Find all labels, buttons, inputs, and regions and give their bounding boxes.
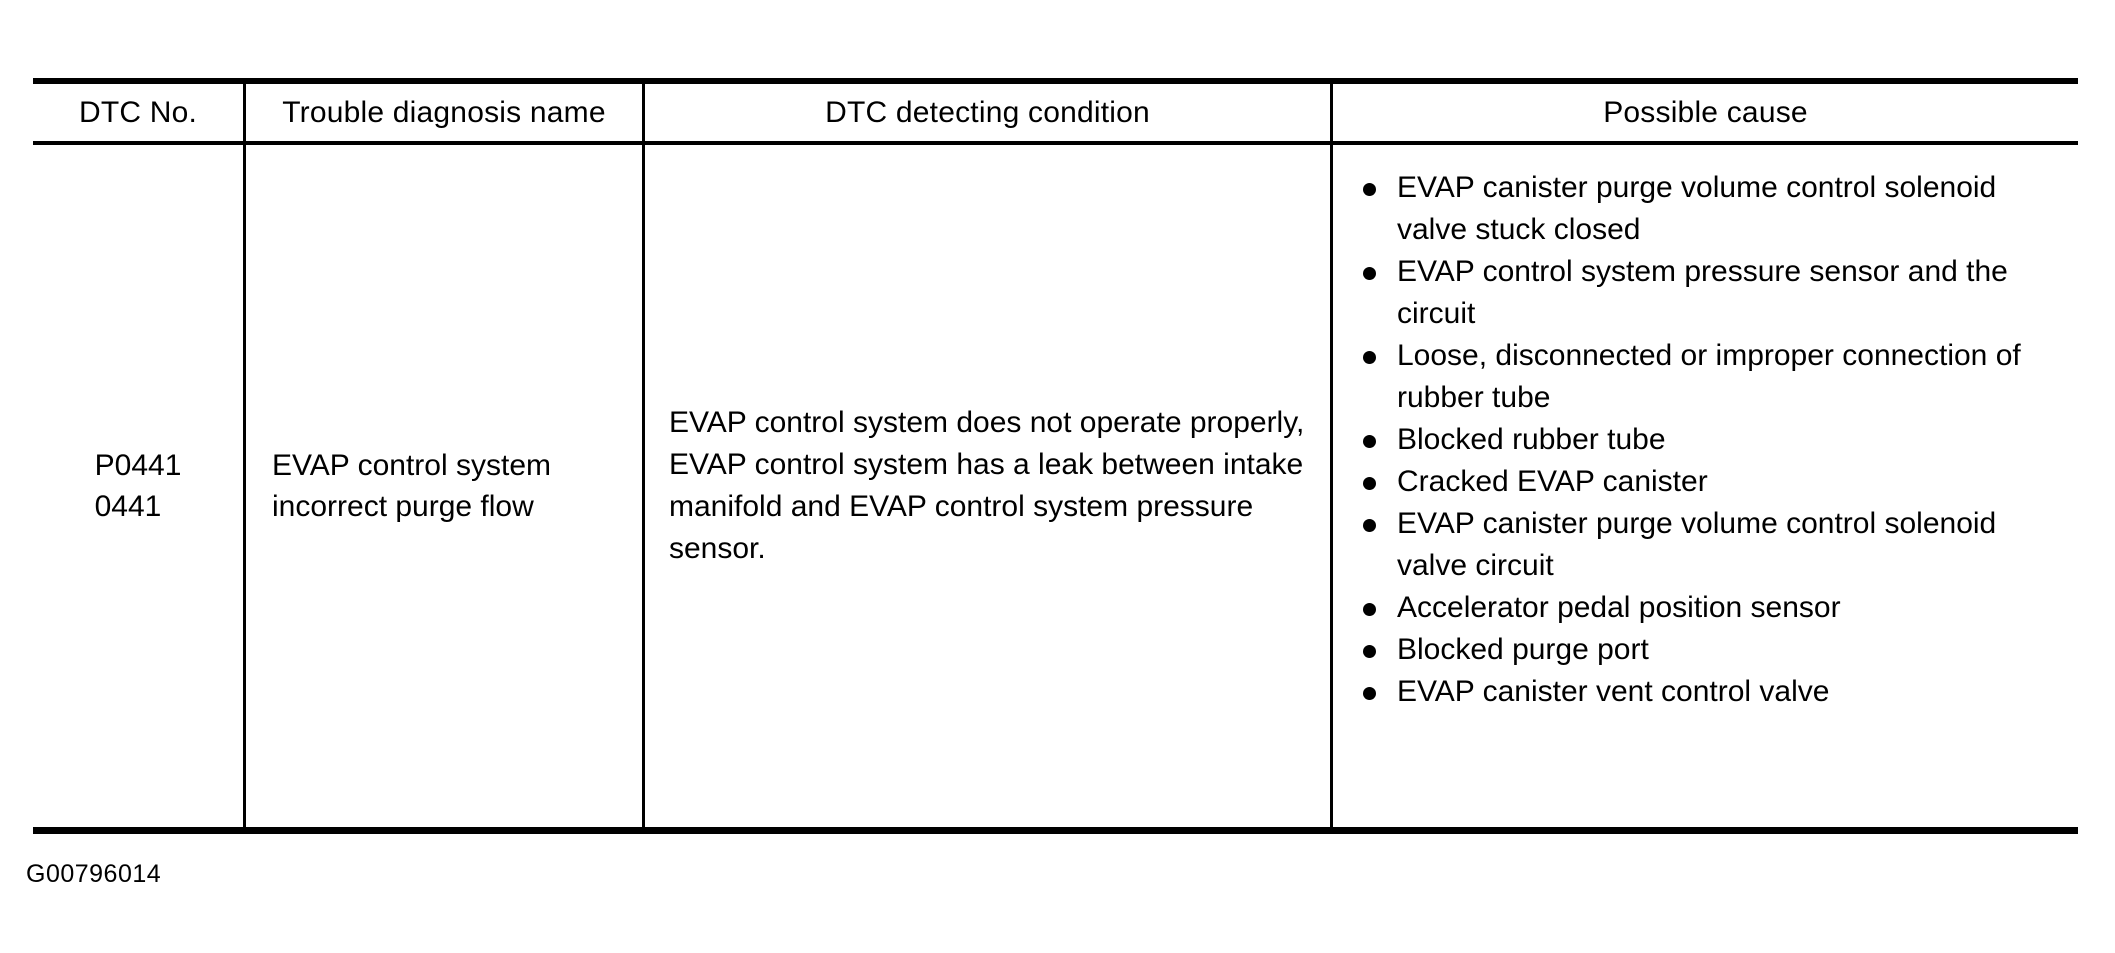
possible-cause-label: EVAP control system pressure sensor and …	[1397, 255, 2008, 330]
bullet-icon	[1363, 435, 1376, 448]
cell-dtc-detecting-condition: EVAP control system does not operate pro…	[642, 145, 1330, 827]
cell-trouble-diagnosis-name: EVAP control system incorrect purge flow	[243, 145, 642, 827]
bullet-icon	[1363, 603, 1376, 616]
possible-cause-label: EVAP canister purge volume control solen…	[1397, 507, 1997, 582]
bullet-icon	[1363, 183, 1376, 196]
bullet-icon	[1363, 519, 1376, 532]
possible-cause-label: EVAP canister vent control valve	[1397, 675, 1830, 708]
possible-cause-label: EVAP canister purge volume control solen…	[1397, 171, 1997, 246]
figure-caption: G00796014	[26, 860, 162, 888]
header-label-dtc-detecting-condition: DTC detecting condition	[825, 95, 1150, 129]
header-cell-dtc-detecting-condition: DTC detecting condition	[642, 84, 1330, 141]
possible-cause-label: Accelerator pedal position sensor	[1397, 591, 1841, 624]
trouble-diagnosis-name-value: EVAP control system incorrect purge flow	[272, 449, 551, 523]
possible-cause-item: Blocked rubber tube	[1363, 419, 2068, 461]
bullet-icon	[1363, 477, 1376, 490]
table-header-separator-rule	[33, 141, 2078, 145]
bullet-icon	[1363, 351, 1376, 364]
possible-cause-label: Loose, disconnected or improper connecti…	[1397, 339, 2021, 414]
possible-cause-item: EVAP canister vent control valve	[1363, 671, 2068, 713]
header-label-dtc-no: DTC No.	[78, 95, 198, 129]
possible-cause-item: Cracked EVAP canister	[1363, 461, 2068, 503]
possible-cause-label: Blocked purge port	[1397, 633, 1649, 666]
dtc-detecting-condition-value: EVAP control system does not operate pro…	[669, 406, 1305, 565]
cell-possible-cause: EVAP canister purge volume control solen…	[1330, 145, 2078, 827]
header-cell-trouble-diagnosis-name: Trouble diagnosis name	[243, 84, 642, 141]
header-cell-dtc-no: DTC No.	[33, 84, 243, 141]
bullet-icon	[1363, 687, 1376, 700]
possible-cause-item: Loose, disconnected or improper connecti…	[1363, 335, 2068, 419]
bullet-icon	[1363, 267, 1376, 280]
possible-cause-item: Accelerator pedal position sensor	[1363, 587, 2068, 629]
possible-cause-item: EVAP control system pressure sensor and …	[1363, 251, 2068, 335]
table-header-row: DTC No. Trouble diagnosis name DTC detec…	[33, 84, 2078, 141]
bullet-icon	[1363, 645, 1376, 658]
possible-cause-item: EVAP canister purge volume control solen…	[1363, 503, 2068, 587]
table-top-rule	[33, 78, 2078, 84]
table-bottom-rule	[33, 827, 2078, 834]
header-cell-possible-cause: Possible cause	[1330, 84, 2078, 141]
possible-cause-item: EVAP canister purge volume control solen…	[1363, 167, 2068, 251]
possible-cause-label: Cracked EVAP canister	[1397, 465, 1708, 498]
header-label-trouble-diagnosis-name: Trouble diagnosis name	[282, 95, 606, 129]
header-label-possible-cause: Possible cause	[1603, 95, 1808, 129]
possible-cause-label: Blocked rubber tube	[1397, 423, 1666, 456]
possible-cause-item: Blocked purge port	[1363, 629, 2068, 671]
dtc-table: DTC No. Trouble diagnosis name DTC detec…	[33, 78, 2078, 834]
possible-cause-list: EVAP canister purge volume control solen…	[1333, 145, 2078, 713]
